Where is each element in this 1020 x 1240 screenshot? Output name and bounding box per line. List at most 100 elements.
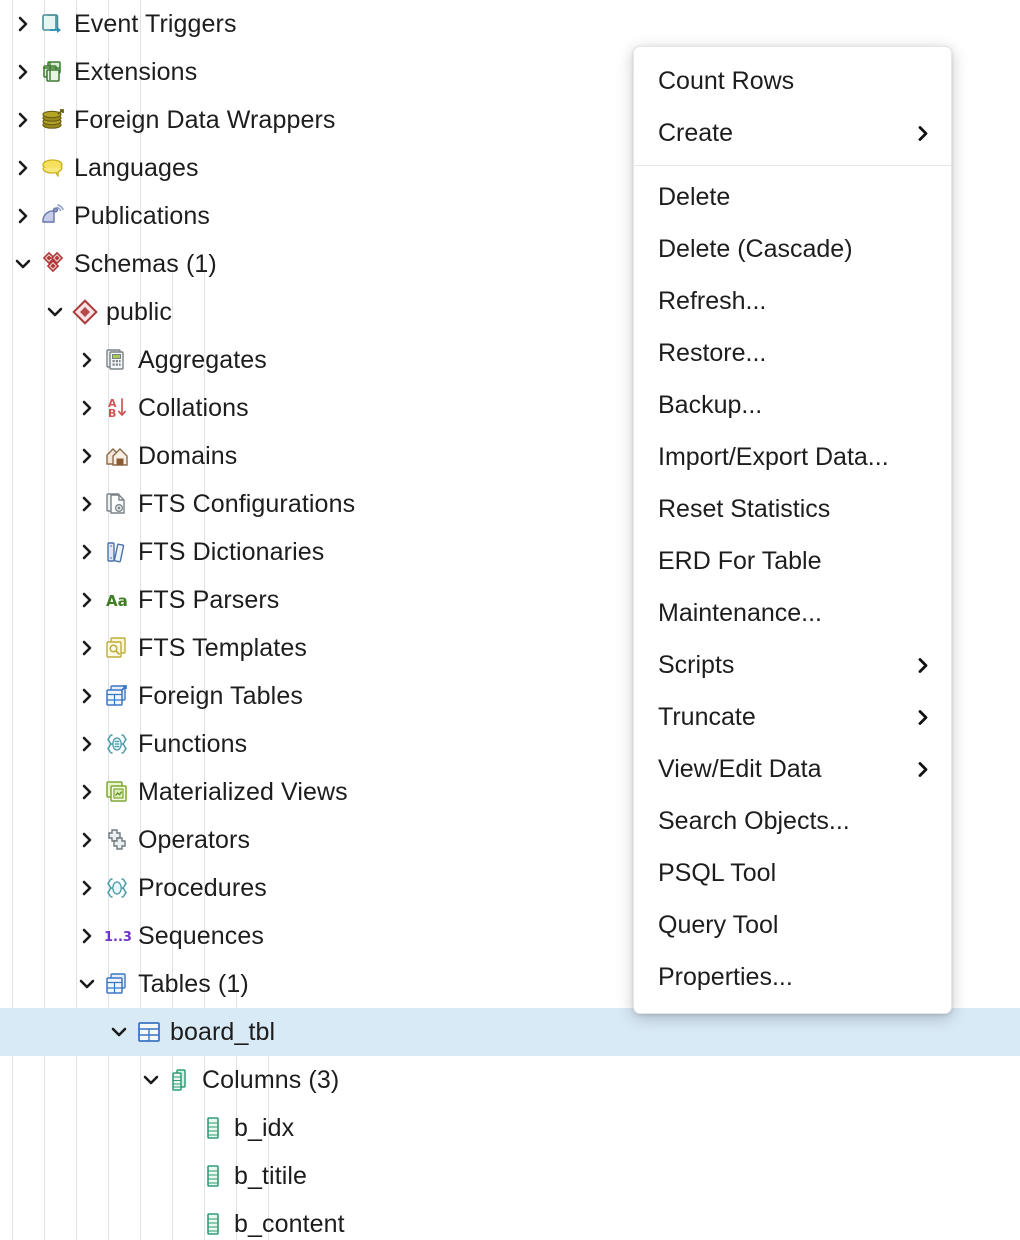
- tree-row[interactable]: Foreign Data Wrappers: [0, 96, 1020, 144]
- chevron-right-icon[interactable]: [10, 110, 36, 130]
- tree-row[interactable]: public: [0, 288, 1020, 336]
- tree-row[interactable]: FTS Configurations: [0, 480, 1020, 528]
- menu-item-psql-tool[interactable]: PSQL Tool: [634, 847, 951, 899]
- menu-item-truncate[interactable]: Truncate: [634, 691, 951, 743]
- chevron-down-icon[interactable]: [138, 1070, 164, 1090]
- menu-item-label: Backup...: [658, 390, 763, 419]
- menu-item-query-tool[interactable]: Query Tool: [634, 899, 951, 951]
- chevron-right-icon[interactable]: [74, 830, 100, 850]
- chevron-right-icon[interactable]: [74, 398, 100, 418]
- menu-item-delete-cascade[interactable]: Delete (Cascade): [634, 223, 951, 275]
- chevron-right-icon[interactable]: [74, 878, 100, 898]
- tree-row[interactable]: Publications: [0, 192, 1020, 240]
- chevron-down-icon[interactable]: [106, 1022, 132, 1042]
- tree-row[interactable]: Operators: [0, 816, 1020, 864]
- tree-row-selected[interactable]: board_tbl: [0, 1008, 1020, 1056]
- tree-row[interactable]: Event Triggers: [0, 0, 1020, 48]
- menu-item-search-objects[interactable]: Search Objects...: [634, 795, 951, 847]
- chevron-right-icon[interactable]: [74, 686, 100, 706]
- menu-item-backup[interactable]: Backup...: [634, 379, 951, 431]
- chevron-right-icon[interactable]: [10, 158, 36, 178]
- tree-row[interactable]: FTS Templates: [0, 624, 1020, 672]
- tree-row-label: FTS Dictionaries: [138, 537, 325, 566]
- chevron-right-icon[interactable]: [74, 638, 100, 658]
- tree-row[interactable]: Schemas (1): [0, 240, 1020, 288]
- menu-item-label: Truncate: [658, 702, 756, 731]
- submenu-chevron-right-icon: [914, 124, 933, 143]
- menu-item-properties[interactable]: Properties...: [634, 951, 951, 1003]
- menu-item-import-export-data[interactable]: Import/Export Data...: [634, 431, 951, 483]
- tree-row[interactable]: Materialized Views: [0, 768, 1020, 816]
- chevron-right-icon[interactable]: [74, 734, 100, 754]
- tree-row[interactable]: Columns (3): [0, 1056, 1020, 1104]
- tree-row-label: b_titile: [234, 1161, 308, 1190]
- tree-row[interactable]: Foreign Tables: [0, 672, 1020, 720]
- chevron-right-icon[interactable]: [74, 494, 100, 514]
- menu-item-restore[interactable]: Restore...: [634, 327, 951, 379]
- menu-item-count-rows[interactable]: Count Rows: [634, 55, 951, 107]
- svg-text:Aa: Aa: [106, 592, 128, 610]
- tree-row-label: b_idx: [234, 1113, 295, 1142]
- svg-text:B: B: [108, 407, 116, 420]
- columns-icon: [164, 1066, 198, 1094]
- chevron-down-icon[interactable]: [10, 254, 36, 274]
- tree-row[interactable]: Aggregates: [0, 336, 1020, 384]
- tree-row[interactable]: Functions: [0, 720, 1020, 768]
- table-icon: [132, 1018, 166, 1046]
- menu-item-label: Refresh...: [658, 286, 767, 315]
- chevron-right-icon[interactable]: [74, 782, 100, 802]
- menu-item-maintenance[interactable]: Maintenance...: [634, 587, 951, 639]
- tree-row-label: Functions: [138, 729, 248, 758]
- tree-row[interactable]: Procedures: [0, 864, 1020, 912]
- chevron-right-icon[interactable]: [74, 590, 100, 610]
- tree-row[interactable]: b_content: [0, 1200, 1020, 1240]
- tree-row[interactable]: Extensions: [0, 48, 1020, 96]
- chevron-down-icon[interactable]: [42, 302, 68, 322]
- chevron-right-icon[interactable]: [74, 350, 100, 370]
- menu-item-view-edit-data[interactable]: View/Edit Data: [634, 743, 951, 795]
- tree-row[interactable]: FTS Dictionaries: [0, 528, 1020, 576]
- schema-icon: [68, 298, 102, 326]
- tree-row-label: Columns (3): [202, 1065, 340, 1094]
- menu-item-reset-statistics[interactable]: Reset Statistics: [634, 483, 951, 535]
- tree-row[interactable]: Languages: [0, 144, 1020, 192]
- tree-row-label: Foreign Data Wrappers: [74, 105, 336, 134]
- menu-item-delete[interactable]: Delete: [634, 171, 951, 223]
- svg-text:1..3: 1..3: [104, 930, 131, 945]
- menu-item-label: Delete: [658, 182, 731, 211]
- column-icon: [196, 1114, 230, 1142]
- menu-item-create[interactable]: Create: [634, 107, 951, 159]
- language-icon: [36, 154, 70, 182]
- tree-row-label: Materialized Views: [138, 777, 348, 806]
- tree-row[interactable]: Tables (1): [0, 960, 1020, 1008]
- chevron-right-icon[interactable]: [74, 542, 100, 562]
- tree-row-label: FTS Templates: [138, 633, 307, 662]
- menu-item-erd-for-table[interactable]: ERD For Table: [634, 535, 951, 587]
- chevron-right-icon[interactable]: [74, 926, 100, 946]
- schemas-icon: [36, 250, 70, 278]
- chevron-right-icon[interactable]: [10, 206, 36, 226]
- publication-icon: [36, 202, 70, 230]
- tree-row[interactable]: b_idx: [0, 1104, 1020, 1152]
- menu-item-label: Search Objects...: [658, 806, 850, 835]
- chevron-right-icon[interactable]: [10, 14, 36, 34]
- menu-separator: [634, 165, 951, 166]
- menu-item-scripts[interactable]: Scripts: [634, 639, 951, 691]
- chevron-right-icon[interactable]: [10, 62, 36, 82]
- tree-row[interactable]: Domains: [0, 432, 1020, 480]
- menu-item-refresh[interactable]: Refresh...: [634, 275, 951, 327]
- chevron-right-icon[interactable]: [74, 446, 100, 466]
- tree-row[interactable]: b_titile: [0, 1152, 1020, 1200]
- event-trigger-icon: [36, 10, 70, 38]
- chevron-down-icon[interactable]: [74, 974, 100, 994]
- extension-icon: [36, 58, 70, 86]
- fts-configuration-icon: [100, 490, 134, 518]
- menu-item-label: Reset Statistics: [658, 494, 831, 523]
- tables-icon: [100, 970, 134, 998]
